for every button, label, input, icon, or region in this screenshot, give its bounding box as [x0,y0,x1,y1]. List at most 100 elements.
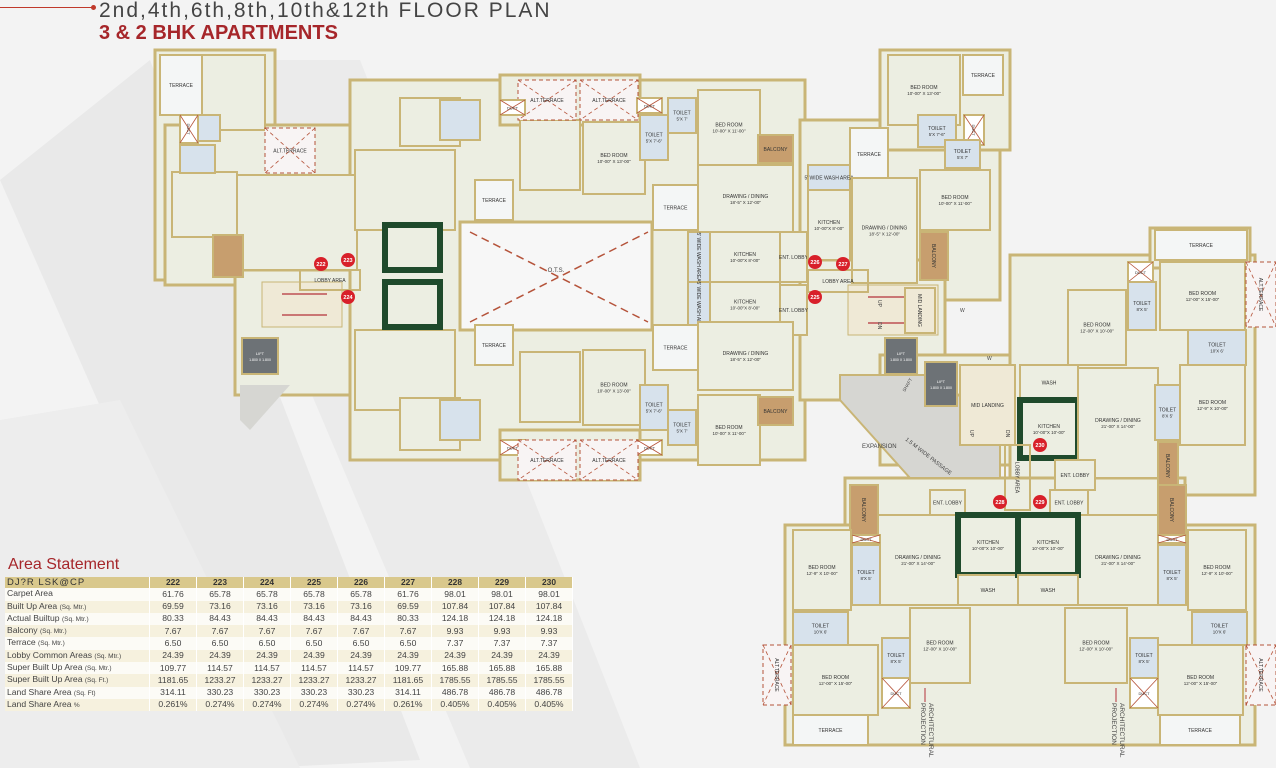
column-header-225: 225 [290,577,338,589]
room-area [236,174,358,271]
room-shape [1159,261,1246,331]
room-size: 10'-00" X 11'-00" [712,431,746,436]
room-area [519,119,581,191]
row-unit: (Sq. Mtr.) [38,640,65,648]
room-label: BED ROOM [822,675,849,681]
room-alt-terrace: ALT.TERRACE [579,79,639,121]
room-area [171,171,238,238]
room-size: 10'-00"X 8'-00" [730,306,760,311]
room-shape [582,349,646,426]
cross-mark [517,439,577,481]
table-cell: 1233.27 [196,674,244,687]
room-shape [757,134,794,164]
room-size: 10'-00"X 10'-00" [1032,546,1065,551]
room-label: BALCONY [764,147,789,153]
table-cell: 24.39 [337,649,385,663]
cross-mark [1127,261,1154,283]
row-label-text: Built Up Area [7,600,58,611]
table-cell: 330.23 [196,686,244,699]
room-shape [762,644,792,706]
room-label: LIFT [937,379,946,384]
table-cell: 330.23 [243,686,291,699]
room-shape [1159,714,1241,746]
room-shape [1157,544,1187,606]
room-label: BALCONY [764,409,789,415]
table-cell: 6.50 [290,637,338,650]
badge-circle [836,257,850,271]
room-alt-terrace: ALT.TERRACE [579,439,639,481]
cross-mark [499,99,526,116]
row-unit: (Sq. Mtr.) [94,652,122,660]
room-label: BED ROOM [1189,291,1216,297]
room-shape [944,139,981,169]
room-shape [959,364,1016,446]
staircase [261,281,343,328]
unit-badge-222: 222 [314,257,328,271]
table-cell: 1785.55 [478,674,526,687]
table-cell: 7.37 [478,637,526,650]
room-label: DRAWING / DINING [1095,418,1141,424]
room-size: 12'-00" X 15'-00" [1186,297,1220,302]
room-shape [299,269,361,291]
room-shape [807,269,869,293]
arch-projection-label-1: ARCHITECTURAL PROJECTION [919,703,935,758]
toilet-room [179,144,216,174]
room-alt-terrace: ALT.TERRACE [762,644,792,706]
room-shape [792,529,852,611]
room-label: TOILET [1211,624,1228,630]
badge-circle [993,495,1007,509]
row-label: Built Up Area (Sq. Mtr.) [5,600,150,613]
room-label: KITCHEN [1037,540,1059,546]
room-label: KITCHEN [734,252,756,258]
header-rule [0,7,92,8]
room-label: TERRACE [482,198,507,204]
table-cell: 9.93 [525,625,573,638]
table-cell: 24.39 [525,649,573,663]
ots-label: O.T.S. [548,268,565,274]
room-label: DRAWING / DINING [895,555,941,561]
room-alt-terrace: ALT.TERRACE [1245,261,1276,328]
row-unit: (Sq. Mtr.) [84,665,112,673]
room-ent-lobby: ENT. LOBBY [1054,459,1096,491]
table-cell: 84.43 [196,612,244,626]
table-cell: 109.77 [384,662,432,675]
row-label: Carpet Area [5,588,150,601]
room-shape [667,97,697,134]
room-shape [1015,512,1081,578]
unit-number: 229 [1035,500,1044,506]
room-size: 12'-9" X 10'-00" [807,571,838,576]
stair-up-label-2: UP [968,430,974,438]
room-shape [904,287,936,334]
room-label: TOILET [857,570,874,576]
room-label: KITCHEN [1038,424,1060,430]
row-label: Actual Builtup (Sq. Mtr.) [5,612,150,626]
room-shape [1157,644,1244,716]
cross-mark [264,127,316,174]
room-label: DUCT [971,124,976,136]
table-cell: 24.39 [478,649,526,663]
table-cell: 7.67 [290,625,338,638]
cross-mark [1245,261,1276,328]
room-label: DUCT [507,106,519,111]
room-label: ALT.TERRACE [273,149,307,155]
room-label: BED ROOM [1082,641,1109,647]
room-label: ALT.TERRACE [530,458,564,464]
room-label: WASH [1041,588,1056,594]
room-shape [582,121,646,195]
row-unit: (Sq. Ft.) [84,677,109,685]
unit-number: 223 [343,258,352,264]
room-label: BED ROOM [715,123,742,129]
